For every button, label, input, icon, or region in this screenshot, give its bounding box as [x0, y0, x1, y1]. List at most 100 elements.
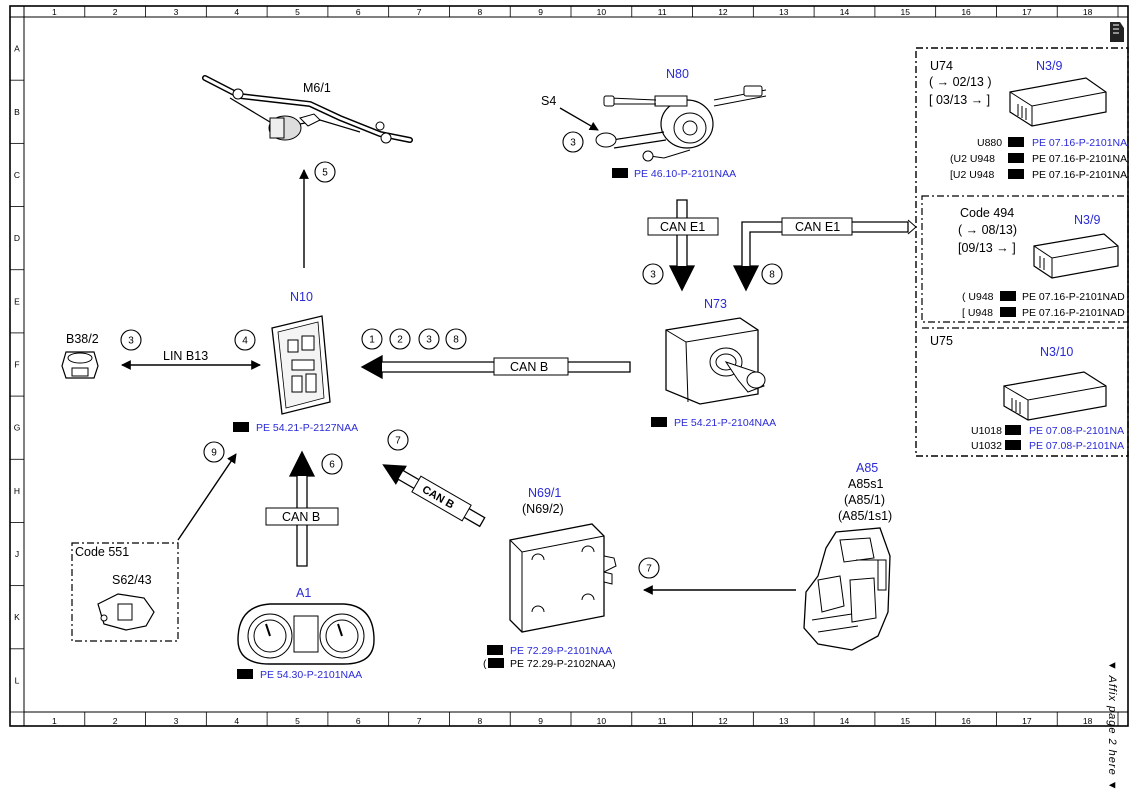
ecu-n3-9-a — [1009, 77, 1107, 127]
side-note: ▼ Affix page 2 here ▼ — [1106, 660, 1118, 792]
step-circle — [203, 441, 225, 463]
can-e1-right-arrow: CAN E1 — [732, 217, 917, 292]
row-label: F — [14, 360, 19, 370]
column-label: 13 — [779, 7, 789, 17]
label-code-494: Code 494 — [960, 206, 1014, 220]
ref-u880: U880 PE 07.16-P-2101NA — [977, 137, 1127, 149]
column-label: 6 — [356, 716, 361, 726]
label-n10: N10 — [290, 290, 313, 304]
column-label: 1 — [52, 716, 57, 726]
svg-text:PE 54.21-P-2127NAA: PE 54.21-P-2127NAA — [256, 422, 358, 434]
column-label: 15 — [901, 716, 911, 726]
column-label: 2 — [113, 7, 118, 17]
svg-text:U1018: U1018 — [971, 425, 1002, 437]
column-label: 14 — [840, 7, 850, 17]
svg-text:PE 72.29-P-2102NAA): PE 72.29-P-2102NAA) — [510, 658, 616, 670]
column-label: 11 — [658, 7, 667, 17]
ecu-n3-9-b — [1033, 233, 1119, 279]
row-label: D — [14, 233, 20, 243]
row-label: C — [14, 170, 20, 180]
step-number: 3 — [650, 270, 656, 281]
column-label: 2 — [113, 716, 118, 726]
ref-n69-1: PE 72.29-P-2101NAA — [487, 645, 612, 657]
svg-text:PE 54.30-P-2101NAA: PE 54.30-P-2101NAA — [260, 669, 362, 681]
column-label: 4 — [234, 716, 239, 726]
row-label: A — [14, 44, 20, 54]
svg-text:(: ( — [483, 658, 487, 670]
svg-text:[ U948: [ U948 — [962, 307, 993, 319]
step-circle — [234, 329, 256, 351]
step-number: 8 — [453, 335, 459, 346]
label-b38-2: B38/2 — [66, 332, 99, 346]
label-a1: A1 — [296, 586, 311, 600]
step-number: 4 — [242, 336, 248, 347]
step-circle — [562, 131, 584, 153]
step-circle — [361, 328, 383, 350]
label-s62-43: S62/43 — [112, 573, 152, 587]
column-label: 7 — [417, 7, 422, 17]
label-code-551: Code 551 — [75, 545, 129, 559]
column-label: 12 — [718, 7, 728, 17]
step-number: 7 — [646, 564, 652, 575]
svg-text:PE 07.16-P-2101NAD: PE 07.16-P-2101NAD — [1022, 307, 1125, 319]
svg-text:PE 07.08-P-2101NA: PE 07.08-P-2101NA — [1029, 440, 1124, 452]
can-b-a1-arrow: CAN B — [265, 450, 339, 567]
svg-text:PE 72.29-P-2101NAA: PE 72.29-P-2101NAA — [510, 645, 612, 657]
ref-n80: PE 46.10-P-2101NAA — [612, 168, 736, 180]
column-label: 18 — [1083, 716, 1093, 726]
svg-text:(U2 U948: (U2 U948 — [950, 153, 995, 165]
column-label: 8 — [477, 716, 482, 726]
label-n69-1: N69/1 — [528, 486, 561, 500]
label-a85: A85 — [856, 461, 878, 475]
step-circle — [389, 328, 411, 350]
svg-text:PE 54.21-P-2104NAA: PE 54.21-P-2104NAA — [674, 417, 776, 429]
can-b-diag-arrow: CAN B — [382, 464, 486, 528]
svg-text:PE 07.16-P-2101NA: PE 07.16-P-2101NA — [1032, 153, 1127, 165]
sam-module-n10: N10 PE 54.21-P-2127NAA — [233, 290, 358, 434]
ref-n69-2: ( PE 72.29-P-2102NAA) — [483, 658, 616, 670]
ref-u2-u948: (U2 U948 PE 07.16-P-2101NA — [950, 153, 1127, 165]
svg-text:CAN B: CAN B — [282, 510, 320, 524]
ref-u1018: U1018 PE 07.08-P-2101NA — [971, 425, 1124, 437]
column-label: 1 — [52, 7, 57, 17]
label-a85s1: A85s1 — [848, 477, 883, 491]
step-circle — [638, 557, 660, 579]
step-number: 2 — [397, 335, 403, 346]
label-n3-9-b: N3/9 — [1074, 213, 1100, 227]
column-label: 16 — [961, 7, 971, 17]
svg-text:[U2 U948: [U2 U948 — [950, 169, 995, 181]
step-number: 7 — [395, 436, 401, 447]
svg-text:CAN B: CAN B — [510, 360, 548, 374]
step-number: 3 — [128, 336, 134, 347]
column-label: 15 — [901, 7, 911, 17]
column-label: 8 — [477, 7, 482, 17]
svg-text:U880: U880 — [977, 137, 1002, 149]
column-label: 4 — [234, 7, 239, 17]
column-label: 3 — [174, 7, 179, 17]
steering-module-n80: N80 S4 PE 46.10-P-2101NAA — [541, 67, 767, 180]
label-lin-b13: LIN B13 — [163, 349, 208, 363]
can-b-main-arrow: CAN B — [360, 354, 631, 380]
column-label: 10 — [597, 716, 607, 726]
row-label: J — [15, 549, 19, 559]
label-u75: U75 — [930, 334, 953, 348]
svg-text:U1032: U1032 — [971, 440, 1002, 452]
ref-u1032: U1032 PE 07.08-P-2101NA — [971, 440, 1124, 452]
ref-u2-u948-b: [U2 U948 PE 07.16-P-2101NA — [950, 169, 1127, 181]
column-label: 10 — [597, 7, 607, 17]
step-circle — [120, 329, 142, 351]
step-circle — [418, 328, 440, 350]
ref-u948-c1: ( U948 PE 07.16-P-2101NAD — [962, 291, 1125, 303]
column-label: 5 — [295, 716, 300, 726]
column-label: 17 — [1022, 7, 1032, 17]
step-circle — [761, 263, 783, 285]
label-a85-1: (A85/1) — [844, 493, 885, 507]
column-label: 6 — [356, 7, 361, 17]
svg-text:PE 07.08-P-2101NA: PE 07.08-P-2101NA — [1029, 425, 1124, 437]
step-number: 3 — [426, 335, 432, 346]
column-label: 9 — [538, 7, 543, 17]
door-module-n69-1: N69/1 (N69/2) PE 72.29-P-2101NAA ( PE 72… — [483, 486, 617, 670]
row-label: G — [14, 423, 21, 433]
column-label: 12 — [718, 716, 728, 726]
